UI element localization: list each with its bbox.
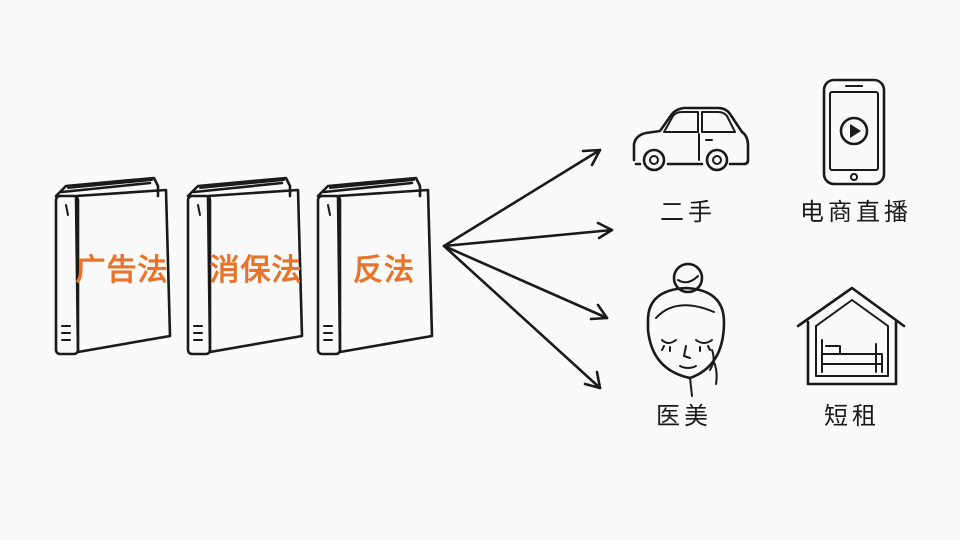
book-label: 广告法: [76, 253, 169, 288]
book-guanggaofa: 广告法: [54, 176, 172, 356]
book-label: 消保法: [210, 253, 303, 288]
book-label: 反法: [353, 253, 415, 288]
target-label: 电商直播: [800, 198, 912, 226]
house-bed-icon: [796, 286, 906, 386]
book-xiaobaofa: 消保法: [186, 176, 304, 356]
book-icon: [186, 176, 304, 356]
book-icon: [54, 176, 172, 356]
target-label: 二手: [660, 198, 716, 226]
book-fanfa: 反法: [316, 176, 434, 356]
target-duanzu: 短租: [796, 286, 906, 430]
arrow-to-ershou: [442, 148, 602, 248]
book-icon: [316, 176, 434, 356]
face-icon: [646, 262, 726, 397]
target-dianshang: 电商直播: [800, 78, 912, 226]
target-yimei: 医美: [646, 262, 726, 430]
target-ershou: 二手: [632, 106, 750, 226]
car-icon: [632, 106, 750, 172]
arrow-to-yimei: [442, 244, 609, 321]
target-label: 短租: [824, 402, 880, 430]
arrows: [442, 148, 614, 390]
arrow-to-dianshang: [442, 221, 614, 248]
phone-video-icon: [822, 78, 886, 186]
target-label: 医美: [656, 402, 712, 430]
arrow-to-duanzu: [442, 244, 602, 390]
